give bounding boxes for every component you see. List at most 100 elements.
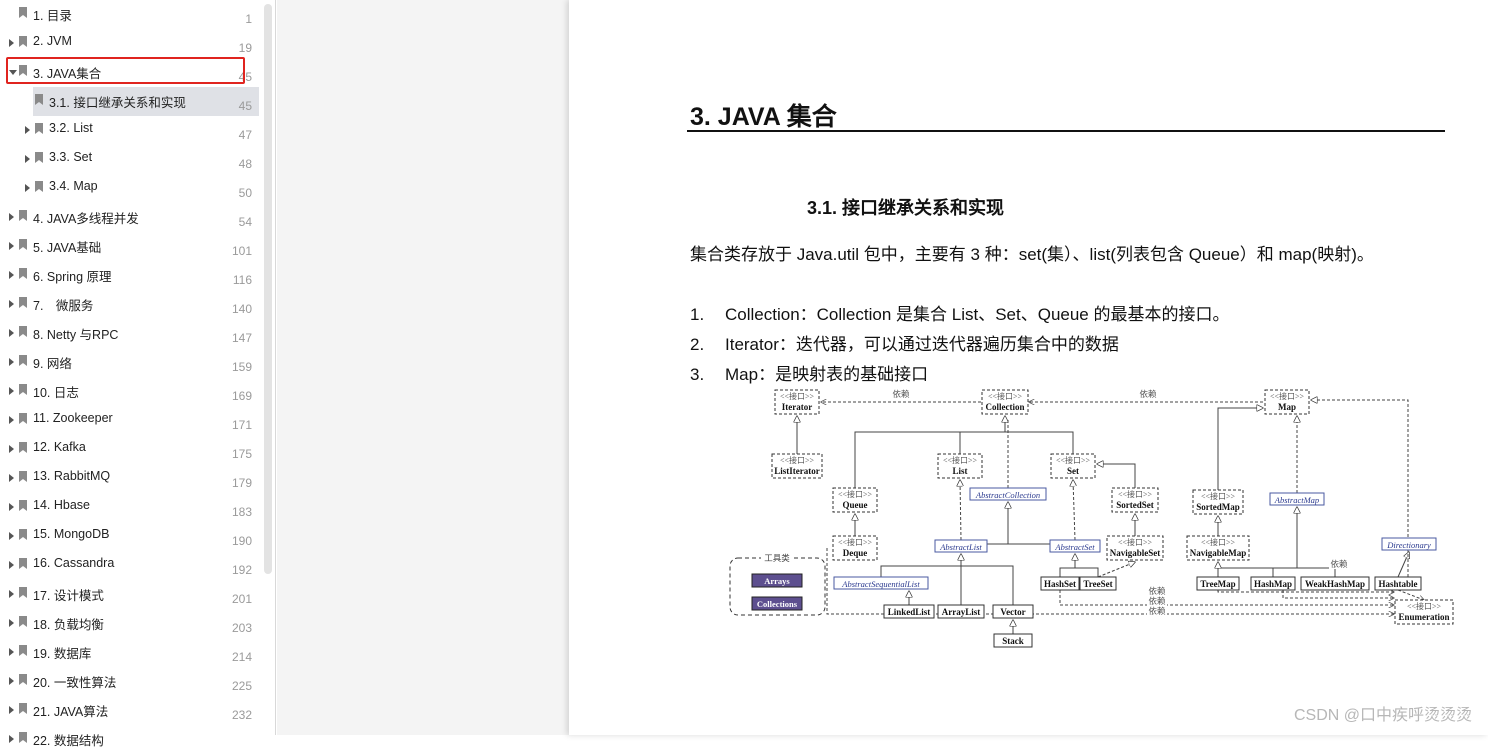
diagram-node-vector: Vector <box>992 604 1034 619</box>
bookmark-icon <box>19 442 27 453</box>
chevron-right-icon[interactable] <box>9 532 14 540</box>
bookmark-page-number: 203 <box>231 621 252 635</box>
bookmark-label: 21. JAVA算法 <box>33 705 109 719</box>
interface-stereotype: <<接口>> <box>1201 491 1236 501</box>
chevron-right-icon[interactable] <box>9 387 14 395</box>
bookmark-page-number: 232 <box>231 708 252 722</box>
bookmark-label: 2. JVM <box>33 34 72 48</box>
interface-stereotype: <<接口>> <box>1407 601 1442 611</box>
diagram-node-label: Queue <box>842 500 867 510</box>
heading-rule <box>687 130 1445 132</box>
chevron-right-icon[interactable] <box>9 619 14 627</box>
sidebar-scrollbar[interactable] <box>264 4 272 574</box>
bookmark-icon <box>19 732 27 743</box>
chevron-right-icon[interactable] <box>9 39 14 47</box>
bookmark-item[interactable]: 21. JAVA算法 232 <box>0 696 262 725</box>
bookmark-icon <box>19 587 27 598</box>
bookmark-icon <box>19 326 27 337</box>
diagram-node-label: SortedSet <box>1116 500 1154 510</box>
list-text: Collection：Collection 是集合 List、Set、Queue… <box>725 305 1230 324</box>
chevron-right-icon[interactable] <box>9 677 14 685</box>
bookmark-label: 1. 目录 <box>33 9 72 23</box>
bookmark-item[interactable]: 1. 目录 1 <box>0 0 262 29</box>
bookmark-page-number: 183 <box>231 505 252 519</box>
diagram-node-label: Vector <box>1000 607 1025 617</box>
chevron-right-icon[interactable] <box>9 416 14 424</box>
chevron-right-icon[interactable] <box>9 445 14 453</box>
interface-stereotype: <<接口>> <box>1118 489 1153 499</box>
chevron-right-icon[interactable] <box>9 213 14 221</box>
chevron-right-icon[interactable] <box>9 503 14 511</box>
list-item: 3.Map：是映射表的基础接口 <box>690 360 928 385</box>
tool-class-label: Collections <box>757 599 798 609</box>
chevron-right-icon[interactable] <box>25 126 30 134</box>
bookmark-page-number: 225 <box>231 679 252 693</box>
tool-class-label: Arrays <box>764 576 790 586</box>
diagram-node-treemap: TreeMap <box>1196 576 1240 591</box>
bookmark-page-number: 45 <box>238 99 252 113</box>
diagram-node-label: Map <box>1278 402 1296 412</box>
diagram-node-label: TreeSet <box>1083 579 1112 589</box>
bookmark-page-number: 147 <box>231 331 252 345</box>
bookmark-icon <box>19 529 27 540</box>
chevron-right-icon[interactable] <box>9 271 14 279</box>
dependency-label: 依赖 <box>1148 596 1166 606</box>
bookmark-page-number: 101 <box>231 244 252 258</box>
chevron-right-icon[interactable] <box>9 735 14 743</box>
chevron-right-icon[interactable] <box>9 358 14 366</box>
bookmark-page-number: 159 <box>231 360 252 374</box>
diagram-node-label: Directionary <box>1386 540 1431 550</box>
chevron-right-icon[interactable] <box>25 184 30 192</box>
bookmark-page-number: 45 <box>238 70 252 84</box>
chevron-right-icon[interactable] <box>9 561 14 569</box>
bookmark-page-number: 175 <box>231 447 252 461</box>
diagram-node-navigablemap: <<接口>>NavigableMap <box>1186 535 1250 561</box>
bookmark-label: 7. 微服务 <box>33 299 94 313</box>
list-item: 2.Iterator：迭代器，可以通过迭代器遍历集合中的数据 <box>690 330 1119 355</box>
chevron-down-icon[interactable] <box>9 70 17 75</box>
bookmark-page-number: 1 <box>245 12 252 26</box>
interface-stereotype: <<接口>> <box>780 391 815 401</box>
chevron-right-icon[interactable] <box>9 590 14 598</box>
chevron-right-icon[interactable] <box>9 300 14 308</box>
bookmark-item[interactable]: 22. 数据结构 <box>0 725 262 754</box>
bookmark-label: 3.4. Map <box>49 179 98 193</box>
chevron-right-icon[interactable] <box>25 155 30 163</box>
chevron-right-icon[interactable] <box>9 474 14 482</box>
bookmark-icon <box>19 210 27 221</box>
diagram-node-abstractmap: AbstractMap <box>1269 492 1325 506</box>
chevron-right-icon[interactable] <box>9 648 14 656</box>
bookmark-label: 17. 设计模式 <box>33 589 104 603</box>
diagram-node-treeset: TreeSet <box>1079 576 1117 591</box>
chevron-right-icon[interactable] <box>9 706 14 714</box>
chevron-right-icon[interactable] <box>9 329 14 337</box>
diagram-node-list: <<接口>>List <box>937 453 983 479</box>
diagram-nodes: <<接口>>Iterator<<接口>>Collection<<接口>>Map<… <box>771 389 1454 648</box>
chevron-right-icon[interactable] <box>9 242 14 250</box>
